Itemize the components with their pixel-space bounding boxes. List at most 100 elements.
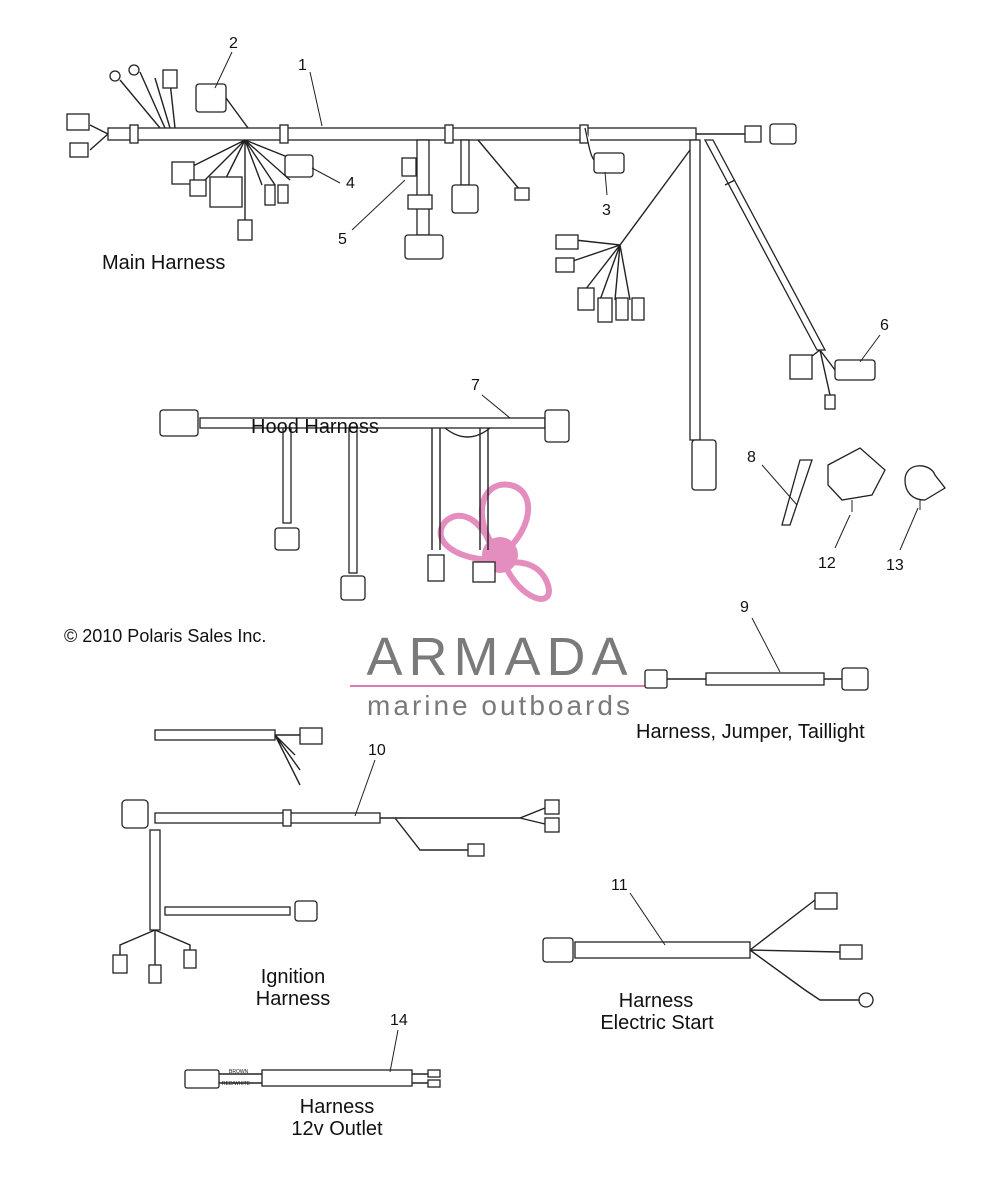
main-ring-wires <box>119 71 176 129</box>
ign-top-connector <box>299 727 323 745</box>
fan-connector-3 <box>209 176 243 208</box>
copyright-text: © 2010 Polaris Sales Inc. <box>64 626 266 646</box>
item5-clip <box>407 194 433 210</box>
item8-tie-strap <box>781 459 813 526</box>
watermark-tagline: marine outboards <box>367 690 633 721</box>
fan-connector-6 <box>277 184 289 204</box>
down-fan-connector-3 <box>577 287 595 311</box>
main-trunk-band-2 <box>279 124 289 144</box>
hood-split-connector-1 <box>427 554 445 582</box>
main-trunk-tube <box>107 127 697 141</box>
item3-connector <box>593 152 625 174</box>
item5-connector-large <box>404 234 444 260</box>
fan-connector-5 <box>264 184 276 206</box>
callout-3: 3 <box>602 202 611 219</box>
wire-label-red-white: RED/WHITE <box>222 1081 251 1087</box>
ign-main-connector <box>121 799 149 829</box>
hood-drop-1-connector <box>274 527 300 551</box>
estart-ring-terminal <box>858 992 874 1008</box>
callout-6: 6 <box>880 317 889 334</box>
ign-top-fan <box>274 734 301 786</box>
callout-4: 4 <box>346 175 355 192</box>
trunk-right-connector-1 <box>744 125 762 143</box>
jumper-right-connector <box>841 667 869 691</box>
hood-drop-2-connector <box>340 575 366 601</box>
item13-clamp <box>904 465 946 501</box>
ign-top-tube <box>154 729 276 741</box>
caption-outlet-line1: Harness <box>300 1096 374 1118</box>
leader-13 <box>899 507 919 551</box>
ign-bottom-connector-3 <box>183 949 197 969</box>
leader-8 <box>761 464 798 506</box>
main-trunk-band-1 <box>129 124 139 144</box>
outlet-wires-right <box>412 1073 428 1084</box>
ign-bottom-connector-1 <box>112 954 128 974</box>
main-fan-wires <box>184 139 296 220</box>
small-connector-top <box>162 69 178 89</box>
caption-ignition-line1: Ignition <box>261 966 326 988</box>
logo-propeller-blade-top <box>479 481 532 559</box>
leader-5 <box>351 179 406 231</box>
outlet-tube <box>261 1069 413 1087</box>
leader-2 <box>214 51 233 89</box>
estart-connector-top <box>814 892 838 910</box>
electric-start-harness <box>542 892 874 1008</box>
main-left-wire <box>89 124 109 151</box>
estart-connector <box>542 937 574 963</box>
down-fan-connector-4 <box>597 297 613 323</box>
outlet-wires-left <box>219 1073 262 1084</box>
fan-connector-4 <box>237 219 253 241</box>
callout-12: 12 <box>818 555 836 572</box>
down-branch-connector <box>691 439 717 491</box>
caption-ignition-line2: Harness <box>256 988 330 1010</box>
callout-2: 2 <box>229 35 238 52</box>
ign-bottom-connector-2 <box>148 964 162 984</box>
leader-6 <box>859 334 881 363</box>
leader-7 <box>481 394 511 419</box>
leader-11 <box>629 892 666 946</box>
item6-diagonal-branch <box>703 139 827 351</box>
ring-terminal-1 <box>109 70 121 82</box>
fan-connector-1 <box>171 161 195 185</box>
fan-connector-2 <box>189 179 207 197</box>
jumper-tube <box>705 672 825 686</box>
leader-14 <box>389 1029 399 1073</box>
main-left-connector-bottom <box>69 142 89 158</box>
logo-propeller-blade-right <box>501 559 552 602</box>
ign-bottom-fan <box>119 929 191 965</box>
jumper-left-connector <box>644 669 668 689</box>
leader-3 <box>604 171 608 196</box>
hood-drop-1 <box>282 427 292 524</box>
caption-hood-harness: Hood Harness <box>251 416 379 438</box>
callout-5: 5 <box>338 231 347 248</box>
ign-side-tube <box>164 906 291 916</box>
hood-harness <box>159 409 570 601</box>
hood-split-connector-2 <box>472 561 496 583</box>
ign-trunk-band <box>282 809 292 827</box>
wire-label-brown: BROWN <box>229 1069 249 1075</box>
ign-right-connector-1 <box>544 799 560 815</box>
leader-10 <box>354 759 376 817</box>
ign-trunk-right <box>380 807 546 851</box>
down-fan-connector-6 <box>631 297 645 321</box>
estart-fan <box>749 899 860 1001</box>
callout-9: 9 <box>740 599 749 616</box>
caption-outlet-line2: 12v Outlet <box>291 1118 383 1140</box>
ignition-harness <box>112 727 560 984</box>
center-branch-tube <box>460 139 470 186</box>
estart-connector-mid <box>839 944 863 960</box>
center-connector <box>451 184 479 214</box>
ign-lower-connector <box>467 843 485 857</box>
leader-1 <box>309 71 323 127</box>
down-fan-connector-1 <box>555 234 579 250</box>
item6-small-clip <box>724 179 736 186</box>
item6-connector-3 <box>824 394 836 410</box>
watermark-brand: ARMADA <box>366 627 633 687</box>
outlet-connector <box>184 1069 220 1089</box>
outlet-harness: BROWN RED/WHITE <box>184 1069 441 1089</box>
ign-side-connector <box>294 900 318 922</box>
down-fan-connector-2 <box>555 257 575 273</box>
main-left-connector-top <box>66 113 90 131</box>
center-side-connector <box>514 187 530 201</box>
callout-7: 7 <box>471 377 480 394</box>
